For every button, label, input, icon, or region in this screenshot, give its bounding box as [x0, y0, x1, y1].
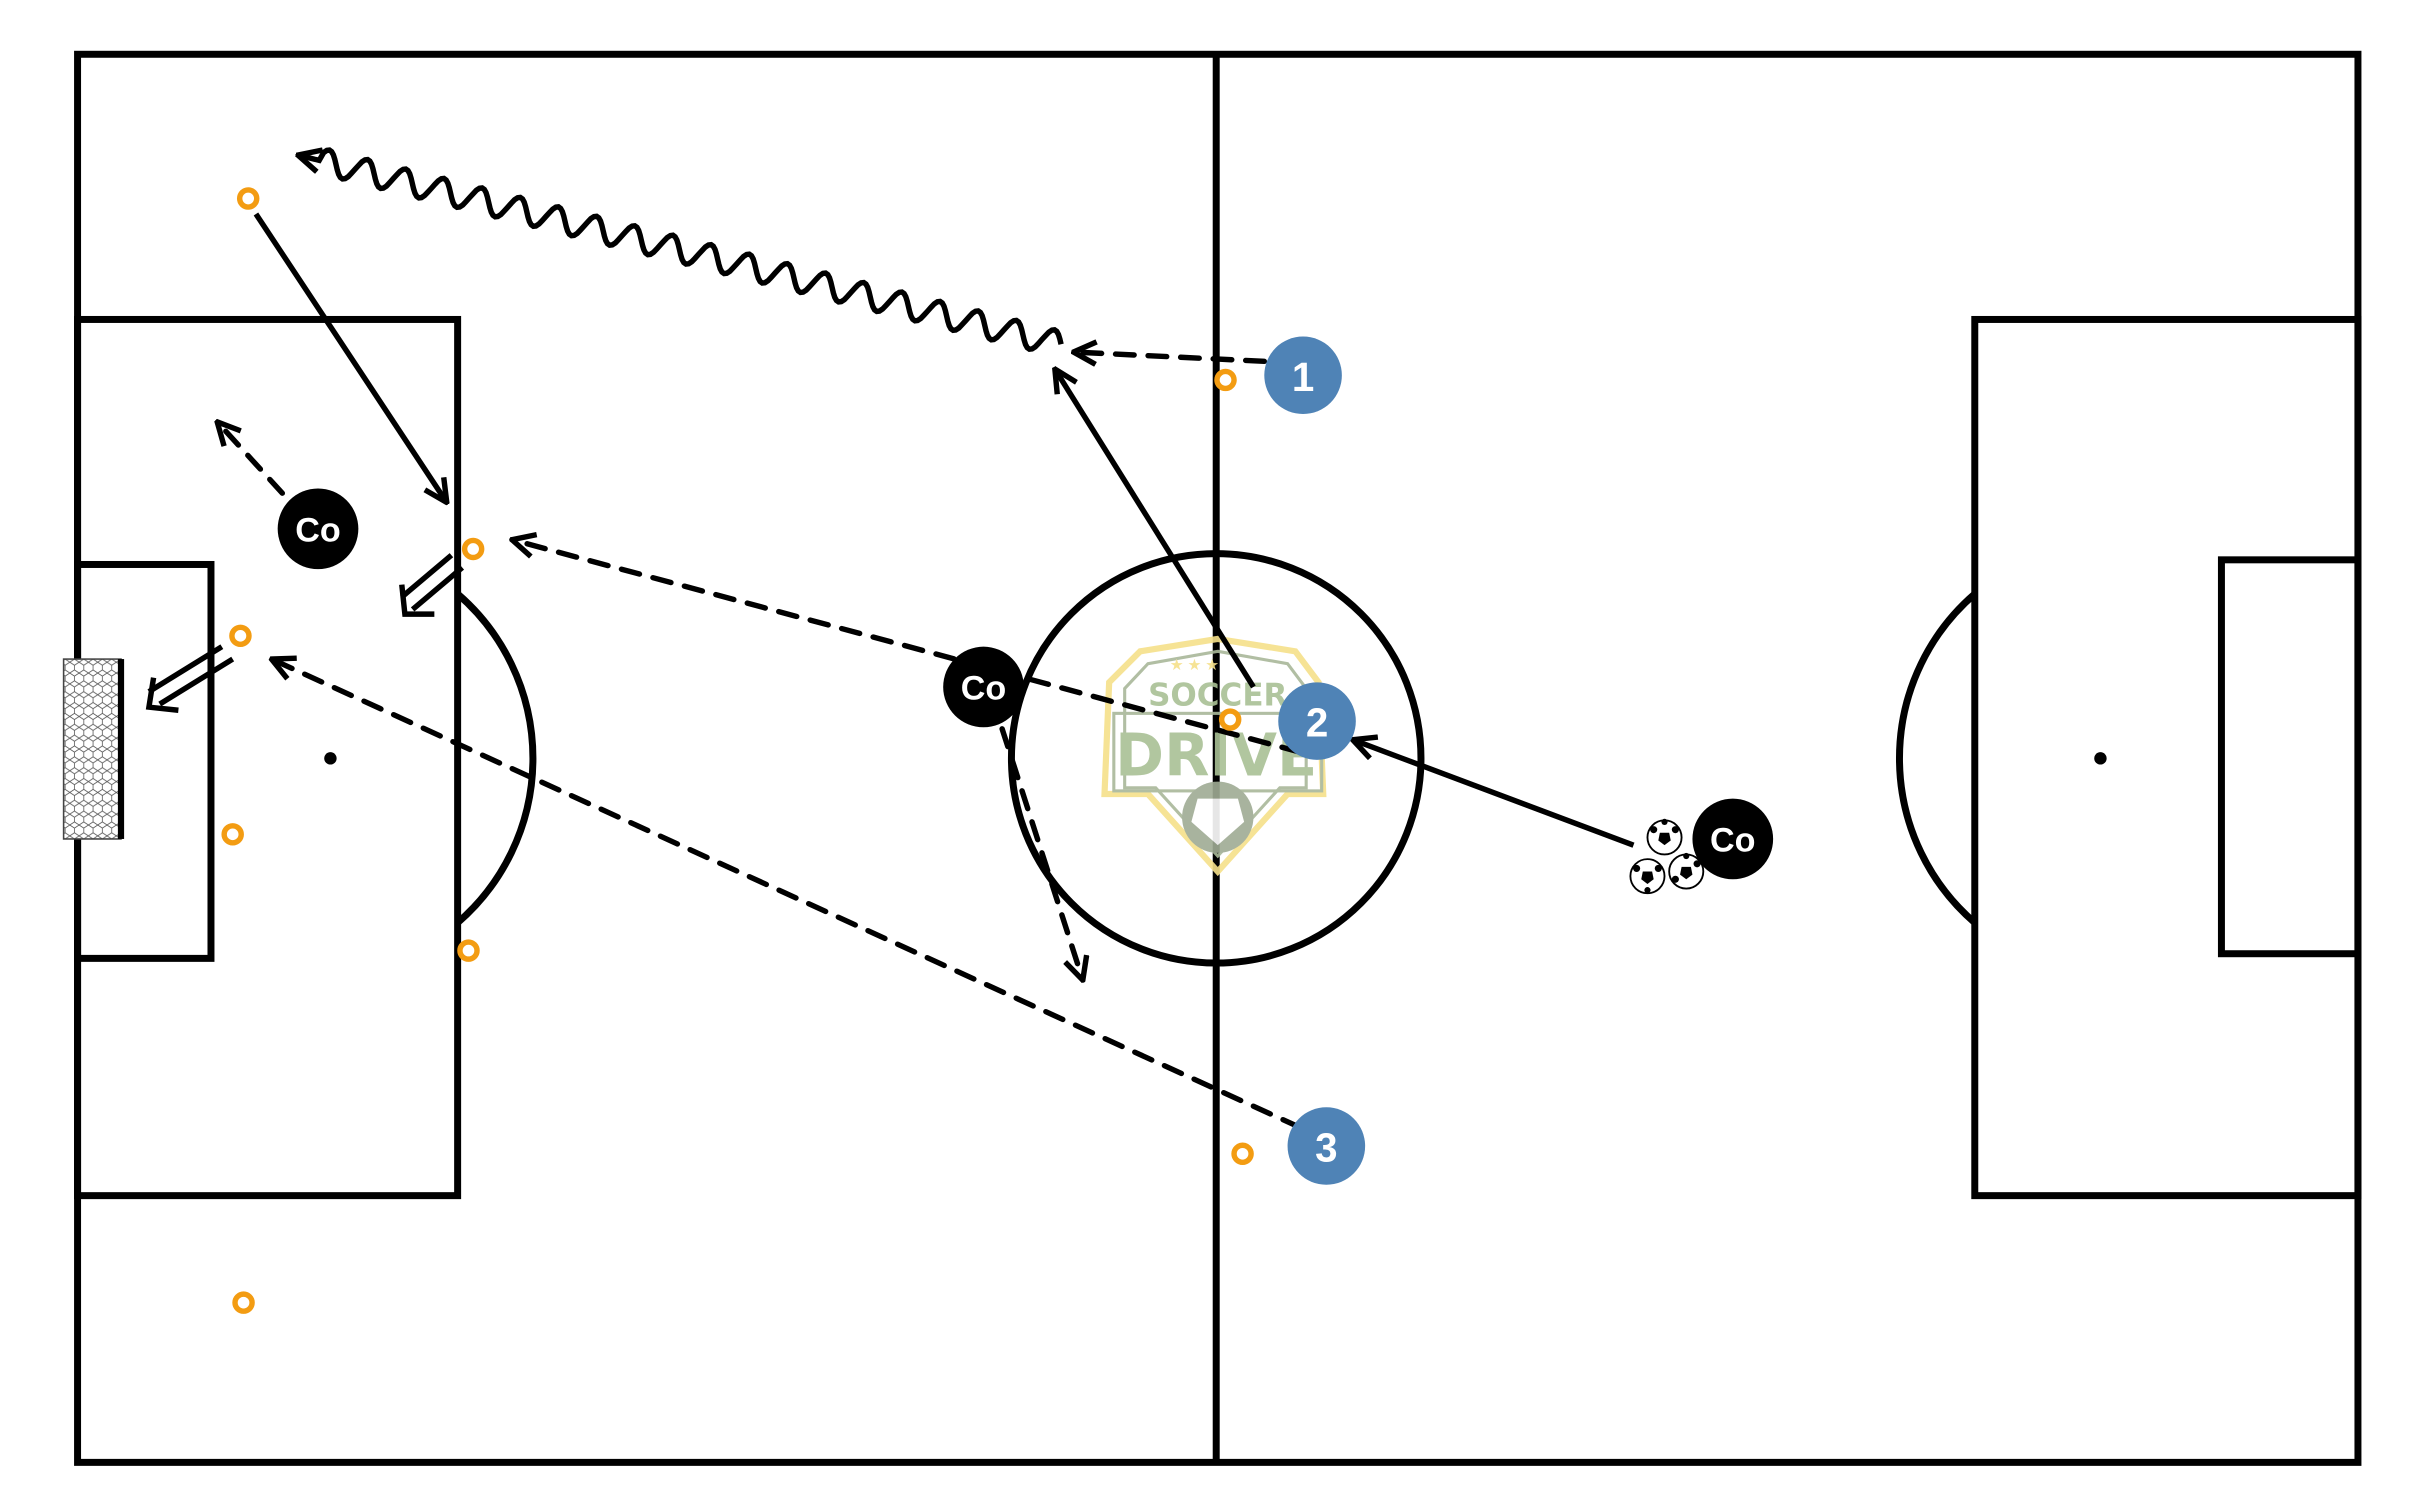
- dribble-wavy-arrow: [298, 147, 1064, 353]
- balls: [1629, 818, 1705, 895]
- right-goal-box: [2217, 556, 2362, 958]
- pitch-markings: [62, 50, 2362, 1466]
- cone-icon: [221, 823, 244, 846]
- coach-marker[interactable]: Co: [277, 488, 359, 570]
- right-penalty-box: [1971, 315, 2362, 1200]
- soccer-drive-logo: ★ ★ ★ SOCCER DRIVE: [1101, 635, 1327, 877]
- player-label: 1: [1292, 354, 1314, 400]
- pass-arrow-player-2: [1055, 369, 1256, 689]
- soccer-ball-icon: [1646, 818, 1683, 856]
- coach-run-arrow: [217, 422, 286, 496]
- shot-arrow: [145, 644, 235, 713]
- cone-icon: [229, 624, 252, 648]
- player-marker-3[interactable]: 3: [1287, 1107, 1366, 1185]
- coach-label: Co: [295, 511, 340, 549]
- cone-icon: [457, 939, 480, 962]
- coach-pass-arrow: [1353, 740, 1635, 848]
- right-penalty-arc: [1896, 591, 1978, 926]
- right-penalty-spot: [2094, 752, 2107, 765]
- cone-icon: [1214, 368, 1237, 392]
- coach-label: Co: [961, 670, 1006, 708]
- soccer-ball-icon: [1668, 852, 1705, 890]
- cone-icon: [1218, 708, 1242, 731]
- player-marker-1[interactable]: 1: [1264, 336, 1342, 415]
- cone-icon: [236, 187, 260, 210]
- left-penalty-spot: [324, 752, 337, 765]
- player-label: 2: [1306, 700, 1328, 746]
- player-label: 3: [1315, 1125, 1337, 1171]
- soccer-ball-icon: [1629, 858, 1666, 895]
- coach-label: Co: [1710, 822, 1755, 860]
- pass-arrow: [253, 212, 447, 502]
- coach-marker[interactable]: Co: [943, 646, 1024, 728]
- player-marker-2[interactable]: 2: [1278, 682, 1356, 760]
- goal-net-icon: [62, 658, 125, 840]
- cone-icon: [1231, 1142, 1254, 1166]
- cone-icon: [232, 1291, 255, 1314]
- run-arrow-player-2: [512, 540, 1303, 755]
- shot-arrow: [399, 553, 465, 617]
- movement-lines: [145, 147, 1635, 1131]
- coach-run-arrow: [999, 726, 1083, 980]
- cones: [221, 187, 1254, 1314]
- left-penalty-arc: [455, 591, 537, 926]
- coach-marker[interactable]: Co: [1692, 798, 1774, 880]
- logo-text-soccer: SOCCER: [1148, 678, 1287, 714]
- svg-text:★ ★ ★: ★ ★ ★: [1170, 657, 1220, 674]
- run-arrow-player-3: [271, 659, 1303, 1131]
- cone-icon: [461, 537, 485, 561]
- left-penalty-box: [74, 315, 462, 1200]
- run-arrow-player-1: [1073, 352, 1268, 361]
